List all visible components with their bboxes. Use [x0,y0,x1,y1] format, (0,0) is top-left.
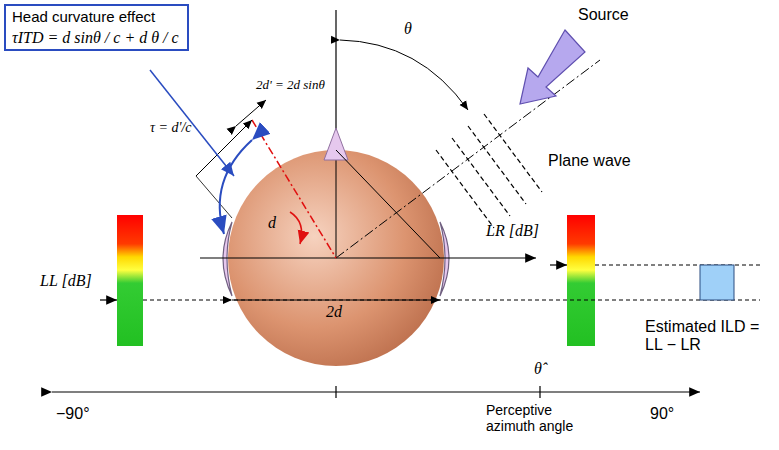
source-label: Source [578,6,629,24]
dimension: 2d [326,303,342,321]
axis-tick: −90° [56,405,90,423]
dimension: 2d' = 2d sinθ [256,78,325,93]
wave-label: Plane wave [548,152,631,170]
delay-label: τ = d'/c [150,120,192,136]
angle-symbol: θ [404,20,412,38]
box-heading: Head curvature effect [12,8,181,25]
axis-label: Perceptive azimuth angle [486,402,596,434]
level-label: LR [dB] [486,222,539,240]
formula: τITD = d sinθ / c + d θ / c [12,29,181,47]
radius-label: d [268,214,276,232]
estimate-symbol: θ̂ [534,360,542,378]
formula-box: Head curvature effect τITD = d sinθ / c +… [4,4,189,51]
level-label: LL [dB] [40,272,92,290]
ild-label: Estimated ILD = LL − LR [645,318,775,355]
axis-tick: 90° [650,405,674,423]
